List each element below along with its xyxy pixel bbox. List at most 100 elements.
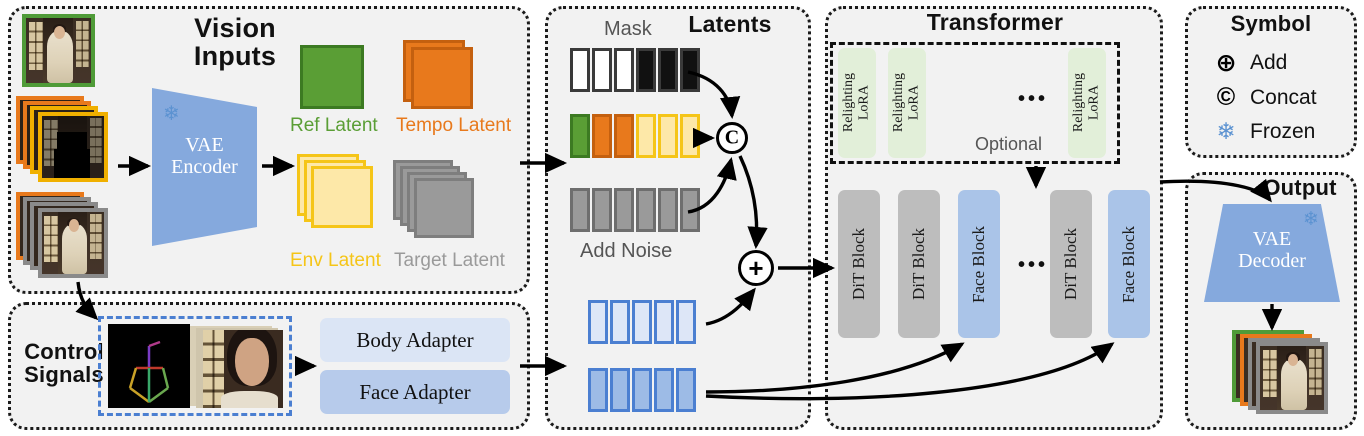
body-adapter-label: Body Adapter <box>356 327 474 352</box>
cond-cell-env <box>680 114 700 158</box>
mask-cell <box>680 48 700 92</box>
dit-block-label: DiT Block <box>909 228 929 300</box>
body-ctrl-cell <box>654 300 674 344</box>
dit-block-1[interactable]: DiT Block <box>838 190 880 338</box>
concat-circle-icon: C <box>716 122 748 154</box>
mask-cell <box>614 48 634 92</box>
dit-block-label: DiT Block <box>849 228 869 300</box>
dit-block-label: DiT Block <box>1061 228 1081 300</box>
transformer-title: Transformer <box>926 9 1064 35</box>
target-latent-label: Target Latent <box>394 250 505 271</box>
cond-cell-env <box>658 114 678 158</box>
cond-cell-env <box>636 114 656 158</box>
control-thumbnails-group <box>98 316 292 416</box>
symbol-row-concat: © Concat <box>1212 83 1317 112</box>
dit-block-2[interactable]: DiT Block <box>898 190 940 338</box>
symbol-legend-panel <box>1185 6 1357 158</box>
mask-cell <box>592 48 612 92</box>
face-ctrl-cell <box>654 368 674 412</box>
add-circle-icon: + <box>738 250 774 286</box>
vae-encoder-block: VAE Encoder <box>152 88 257 246</box>
pose-skeleton-thumb <box>108 324 190 408</box>
vae-decoder-block: VAE Decoder <box>1204 204 1340 302</box>
body-ctrl-cell <box>632 300 652 344</box>
snowflake-icon: ❄ <box>163 103 180 125</box>
mask-label: Mask <box>604 18 652 40</box>
symbol-row-add: ⊕ Add <box>1212 48 1288 78</box>
body-ctrl-cell <box>588 300 608 344</box>
masked-image-stack-front <box>38 112 108 182</box>
ref-latent-label: Ref Latent <box>290 115 378 136</box>
tempo-latent-label: Tempo Latent <box>396 115 512 136</box>
noise-cell <box>592 188 612 232</box>
body-ctrl-cell <box>610 300 630 344</box>
body-adapter-block[interactable]: Body Adapter <box>320 318 510 362</box>
relighting-lora-block-2[interactable]: Relighting LoRA <box>888 48 926 158</box>
output-title: Output <box>1263 175 1337 200</box>
noise-cell <box>658 188 678 232</box>
symbol-row-frozen: ❄ Frozen <box>1212 118 1315 145</box>
relighting-lora-label: Relighting LoRA <box>1071 73 1102 133</box>
control-signals-title: Control Signals <box>24 339 104 388</box>
latents-title: Latents <box>688 11 772 37</box>
relighting-lora-label: Relighting LoRA <box>841 73 872 133</box>
symbol-label-concat: Concat <box>1250 85 1317 109</box>
vae-decoder-label: VAE Decoder <box>1238 228 1306 273</box>
symbol-label-add: Add <box>1250 51 1288 74</box>
face-adapter-label: Face Adapter <box>359 379 471 404</box>
face-adapter-block[interactable]: Face Adapter <box>320 370 510 414</box>
mask-cell <box>570 48 590 92</box>
face-control-strip <box>588 368 696 412</box>
noise-latent-strip <box>570 188 700 232</box>
body-ctrl-cell <box>676 300 696 344</box>
vae-encoder-label: VAE Encoder <box>171 134 238 179</box>
noise-cell <box>614 188 634 232</box>
face-block-2[interactable]: Face Block <box>1108 190 1150 338</box>
dit-block-3[interactable]: DiT Block <box>1050 190 1092 338</box>
noise-cell <box>680 188 700 232</box>
snowflake-icon: ❄ <box>1216 118 1236 144</box>
face-ctrl-cell <box>676 368 696 412</box>
ref-latent-square <box>300 45 364 109</box>
condition-latent-strip <box>570 114 700 158</box>
add-circle-icon: ⊕ <box>1215 49 1237 77</box>
cond-cell-ref <box>570 114 590 158</box>
face-block-label: Face Block <box>1119 225 1139 303</box>
face-crop-stack-front <box>203 330 283 408</box>
face-block-1[interactable]: Face Block <box>958 190 1000 338</box>
vision-inputs-title: Vision Inputs <box>193 13 277 72</box>
cond-cell-tempo <box>614 114 634 158</box>
mask-region <box>53 132 90 178</box>
output-video-stack-front <box>1256 342 1328 414</box>
env-latent-label: Env Latent <box>290 250 381 271</box>
target-image-stack-front <box>38 208 108 278</box>
target-latent-square-front <box>414 178 474 238</box>
noise-cell <box>636 188 656 232</box>
cond-cell-tempo <box>592 114 612 158</box>
optional-label: Optional <box>975 134 1043 154</box>
body-control-strip <box>588 300 696 344</box>
relighting-lora-block-1[interactable]: Relighting LoRA <box>838 48 876 158</box>
env-latent-square-front <box>311 166 373 228</box>
snowflake-icon: ❄ <box>1303 209 1319 230</box>
symbol-label-frozen: Frozen <box>1250 119 1316 143</box>
symbol-title: Symbol <box>1230 11 1312 36</box>
face-ctrl-cell <box>610 368 630 412</box>
relighting-lora-label: Relighting LoRA <box>891 73 922 133</box>
relighting-lora-block-3[interactable]: Relighting LoRA <box>1068 48 1106 158</box>
optional-lora-group <box>830 42 1120 164</box>
add-noise-label: Add Noise <box>580 240 673 262</box>
mask-strip <box>570 48 700 92</box>
face-block-label: Face Block <box>969 225 989 303</box>
lora-ellipsis: ••• <box>1018 88 1049 110</box>
face-ctrl-cell <box>588 368 608 412</box>
tempo-latent-square-front <box>411 47 473 109</box>
mask-cell <box>636 48 656 92</box>
face-ctrl-cell <box>632 368 652 412</box>
concat-symbol-glyph: C <box>724 126 740 149</box>
ref-image <box>22 14 95 87</box>
concat-circle-icon: © <box>1216 83 1236 111</box>
mask-cell <box>658 48 678 92</box>
noise-cell <box>570 188 590 232</box>
block-ellipsis: ••• <box>1018 254 1049 276</box>
